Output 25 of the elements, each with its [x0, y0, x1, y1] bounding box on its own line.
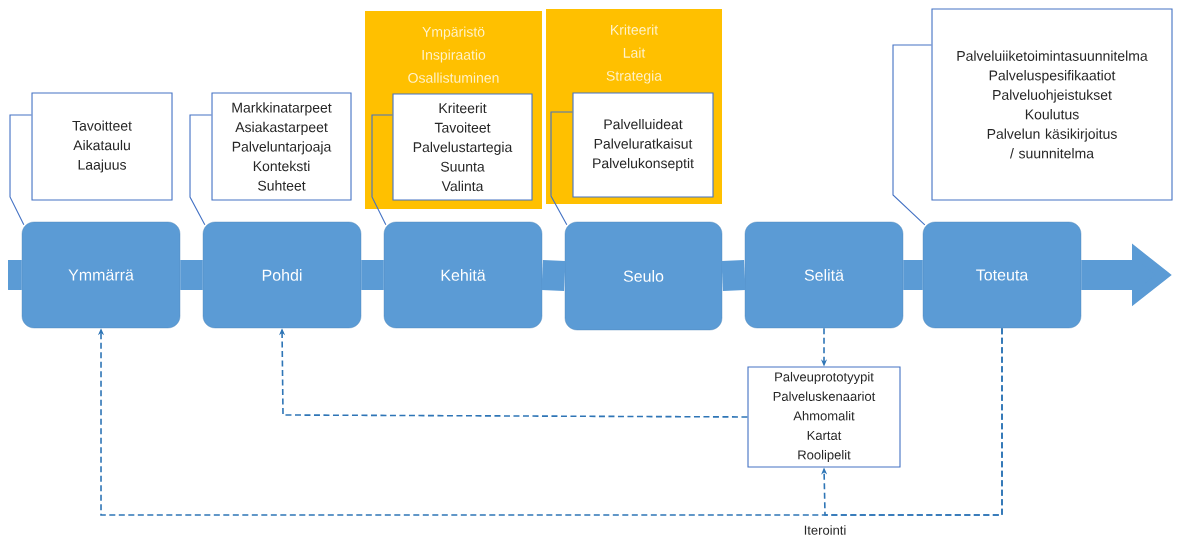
leader-line [189, 114, 212, 226]
text-box: Markkinatarpeet Asiakastarpeet Palveluntarjoaja Konteksti Suhteet [211, 92, 352, 201]
process-box: Ymmärrä [21, 221, 181, 329]
dashed-arrow [821, 327, 1003, 516]
process-box: Selitä [744, 221, 904, 329]
leader-line [371, 114, 393, 226]
leader-line [9, 114, 32, 226]
text-box: Palveuprototyypit Palveluskenaariot Ahmomalit Kartat Roolipelit [747, 366, 901, 468]
process-box: Kehitä [383, 221, 543, 329]
leader-line [892, 44, 932, 226]
flow-band [361, 260, 384, 290]
process-box: Toteuta [922, 221, 1082, 329]
note-text: Iterointi [804, 525, 846, 535]
process-box: Seulo [564, 221, 723, 331]
text-box: Palvelluideat Palveluratkaisut Palvelukonseptit [572, 92, 714, 198]
text-box: Kriteerit Tavoiteet Palvelustartegia Suunta Valinta [392, 93, 533, 201]
flow-band [8, 260, 22, 290]
flow-band [541, 260, 566, 291]
text-box: Tavoitteet Aikataulu Laajuus [31, 92, 173, 201]
text-box: Palveluiiketoimintasuunnitelma Palveluspesifikaatiot Palveluohjeistukset Koulutus Palvelun käsikirjoitus / suunnitelma [931, 8, 1173, 201]
leader-line [550, 111, 573, 226]
process-box: Pohdi [202, 221, 362, 329]
flow-band [721, 260, 746, 291]
flow-band [180, 260, 203, 290]
flow-band [903, 260, 923, 290]
